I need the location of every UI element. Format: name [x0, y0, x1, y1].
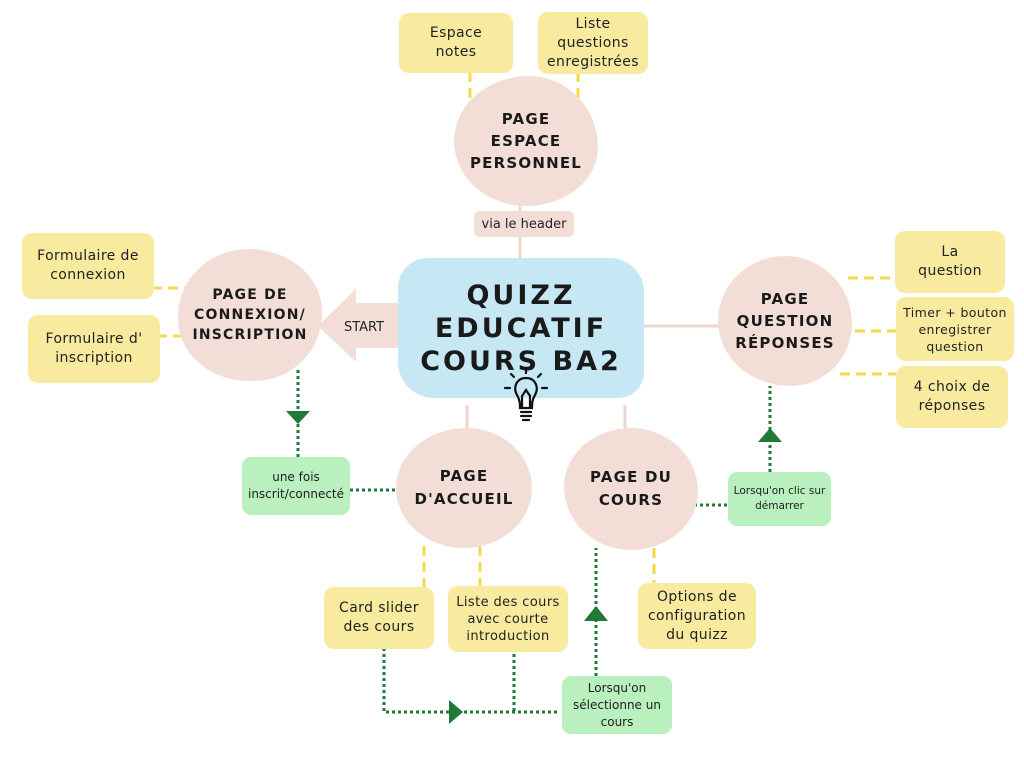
form-inscription-line-1: Formulaire d'	[45, 331, 143, 347]
arrowhead-down-inscrit	[286, 411, 310, 424]
central-title-line-1: QUIZZ	[466, 279, 576, 311]
timer-line-2: enregistrer	[918, 321, 992, 337]
timer-line-3: question	[926, 338, 984, 354]
cours-line-1: PAGE DU	[589, 468, 673, 486]
espace-notes-line-2: notes	[435, 44, 477, 60]
lightbulb-icon	[503, 366, 549, 422]
card-slider-line-2: des cours	[343, 619, 415, 635]
note-liste-questions: Liste questions enregistrées	[538, 12, 648, 74]
connector-card-to-bottom	[382, 648, 560, 714]
page-accueil: PAGE D'ACCUEIL	[396, 428, 532, 548]
liste-cours-line-3: introduction	[466, 628, 550, 644]
choix-line-1: 4 choix de	[913, 379, 991, 395]
espace-personnel-line-2: ESPACE	[490, 132, 562, 150]
form-inscription-line-2: inscription	[55, 350, 133, 366]
liste-questions-line-3: enregistrées	[547, 53, 639, 70]
timer-line-1: Timer + bouton	[903, 304, 1007, 320]
page-question-reponses: PAGE QUESTION RÉPONSES	[718, 256, 852, 386]
card-slider-line-1: Card slider	[339, 600, 419, 616]
options-line-2: configuration	[647, 607, 747, 624]
central-node: QUIZZ EDUCATIF COURS BA2	[398, 258, 644, 398]
page-espace-personnel: PAGE ESPACE PERSONNEL	[454, 76, 598, 206]
trigger-selectionne: Lorsqu'on sélectionne un cours	[562, 676, 672, 734]
page-connexion-inscription: PAGE DE CONNEXION/ INSCRIPTION	[178, 249, 322, 381]
connexion-line-2: CONNEXION/	[194, 307, 306, 323]
central-title-line-2: EDUCATIF	[434, 312, 608, 344]
form-connexion-line-1: Formulaire de	[37, 248, 139, 264]
start-label: START	[343, 319, 385, 335]
note-options: Options de configuration du quizz	[638, 583, 756, 649]
page-du-cours: PAGE DU COURS	[564, 428, 698, 550]
question-line-3: RÉPONSES	[735, 334, 835, 352]
la-question-line-1: La	[941, 244, 959, 260]
choix-line-2: réponses	[918, 398, 986, 414]
note-timer: Timer + bouton enregistrer question	[896, 297, 1014, 361]
espace-personnel-line-3: PERSONNEL	[469, 154, 583, 172]
question-line-2: QUESTION	[736, 312, 834, 330]
espace-personnel-line-1: PAGE	[501, 110, 551, 128]
note-form-inscription: Formulaire d' inscription	[28, 315, 160, 383]
demarrer-line-1: Lorsqu'on clic sur	[733, 485, 826, 497]
start-arrow	[318, 289, 400, 362]
form-connexion-line-2: connexion	[50, 267, 126, 283]
selectionne-line-3: cours	[600, 714, 634, 729]
liste-cours-line-2: avec courte	[467, 611, 549, 627]
accueil-line-2: D'ACCUEIL	[414, 490, 514, 508]
liste-questions-line-2: questions	[557, 34, 629, 51]
note-card-slider: Card slider des cours	[324, 587, 434, 649]
la-question-line-2: question	[918, 263, 982, 279]
cours-line-2: COURS	[598, 491, 664, 509]
note-form-connexion: Formulaire de connexion	[22, 233, 154, 299]
connexion-line-3: INSCRIPTION	[192, 327, 308, 343]
liste-questions-line-1: Liste	[575, 15, 611, 32]
question-line-1: PAGE	[760, 290, 810, 308]
demarrer-line-2: démarrer	[755, 500, 804, 512]
arrowhead-up-question	[758, 428, 782, 442]
arrowhead-right-bottom	[449, 700, 463, 724]
inscrit-line-1: une fois	[272, 470, 320, 484]
trigger-demarrer: Lorsqu'on clic sur démarrer	[728, 472, 831, 526]
central-title-line-3: COURS BA2	[420, 345, 622, 377]
note-la-question: La question	[895, 231, 1005, 293]
note-espace-notes: Espace notes	[399, 13, 513, 73]
trigger-inscrit: une fois inscrit/connecté	[242, 457, 350, 515]
selectionne-line-2: sélectionne un	[573, 697, 661, 712]
inscrit-line-2: inscrit/connecté	[247, 487, 345, 501]
options-line-3: du quizz	[666, 626, 728, 643]
connexion-line-1: PAGE DE	[212, 287, 288, 303]
liste-cours-line-1: Liste des cours	[456, 594, 560, 610]
accueil-line-1: PAGE	[439, 467, 489, 485]
selectionne-line-1: Lorsqu'on	[587, 680, 647, 695]
via-header-label: via le header	[474, 211, 574, 237]
note-liste-cours: Liste des cours avec courte introduction	[448, 586, 568, 652]
options-line-1: Options de	[657, 588, 737, 605]
arrowhead-up-cours	[584, 606, 608, 621]
note-choix: 4 choix de réponses	[896, 366, 1008, 428]
espace-notes-line-1: Espace	[429, 25, 483, 41]
